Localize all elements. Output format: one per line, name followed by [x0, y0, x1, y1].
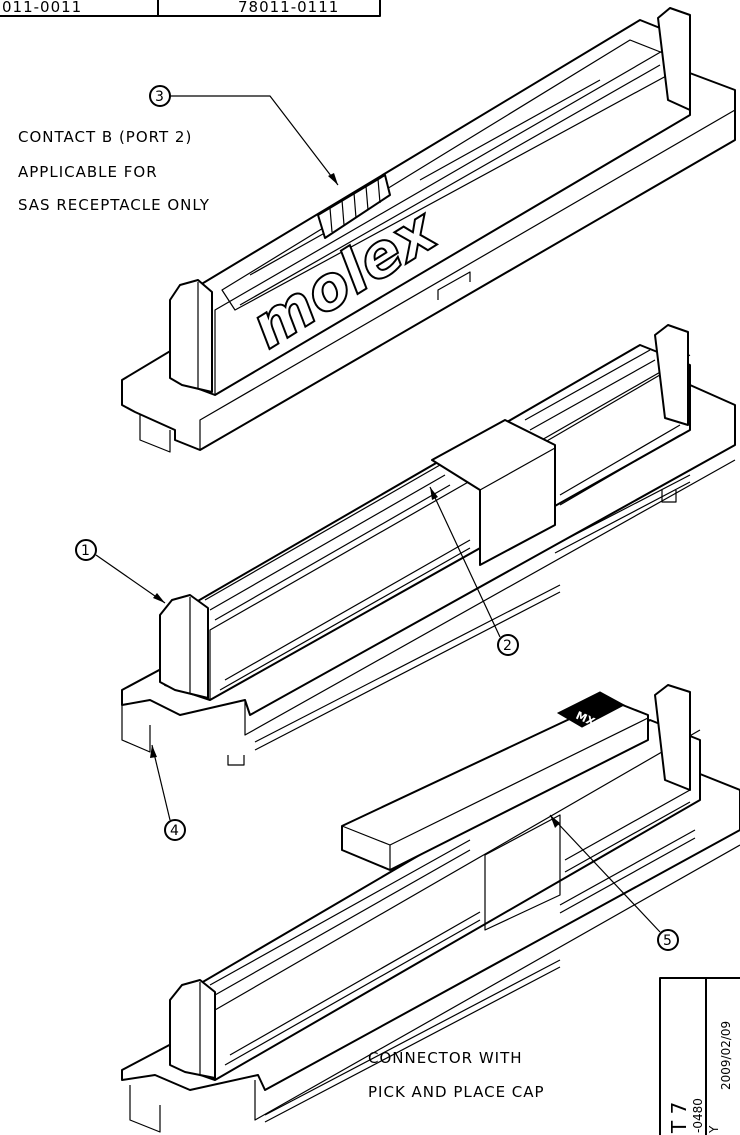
connector-middle-view [121, 324, 736, 766]
callout-5-bubble [657, 929, 679, 951]
note-contact-b: CONTACT B (PORT 2) APPLICABLE FOR SAS RE… [18, 128, 210, 214]
callout-3-number: 3 [155, 89, 164, 105]
contact-ridges-top [204, 349, 666, 621]
connector-bottom-view: MXS [121, 684, 740, 1133]
note-contact-b-line3: SAS RECEPTACLE ONLY [18, 196, 210, 214]
callout-4: 4 [150, 744, 186, 841]
callout-1-number: 1 [81, 543, 90, 559]
title-block-left-cell: 011-0011 [2, 0, 82, 16]
side-stamp-date: 2009/02/09 [719, 1021, 733, 1090]
callout-5: 5 [549, 814, 679, 951]
title-block: 011-0011 78011-0111 [0, 0, 381, 17]
side-stamp: 2009/02/09 T 7 -0480 Y [659, 977, 740, 1135]
callout-2: 2 [429, 486, 519, 656]
pin-row-cap-view [264, 829, 696, 1123]
side-stamp-rev: Y [707, 1125, 721, 1134]
side-stamp-sheet: T 7 [667, 1102, 691, 1134]
note-cap: CONNECTOR WITH PICK AND PLACE CAP [368, 1049, 545, 1101]
note-contact-b-line2: APPLICABLE FOR [18, 163, 158, 181]
title-block-right-cell: 78011-0111 [238, 0, 339, 16]
pin-row-bottom [254, 474, 691, 751]
callout-1-bubble [75, 539, 97, 561]
note-contact-b-line1: CONTACT B (PORT 2) [18, 128, 192, 146]
side-stamp-doc-suffix: -0480 [691, 1098, 705, 1133]
callout-4-bubble [164, 819, 186, 841]
callout-3: 3 [149, 85, 339, 186]
cap-mark-badge: MXS [556, 691, 626, 732]
callout-4-number: 4 [170, 823, 179, 839]
callout-2-bubble [497, 634, 519, 656]
note-cap-line1: CONNECTOR WITH [368, 1049, 523, 1067]
callout-5-number: 5 [663, 933, 672, 949]
callout-2-number: 2 [503, 638, 512, 654]
contact-ridges-cap-view [209, 789, 691, 1066]
note-cap-line2: PICK AND PLACE CAP [368, 1083, 545, 1101]
contact-ridges-bottom [219, 424, 681, 691]
callout-1: 1 [75, 539, 166, 604]
